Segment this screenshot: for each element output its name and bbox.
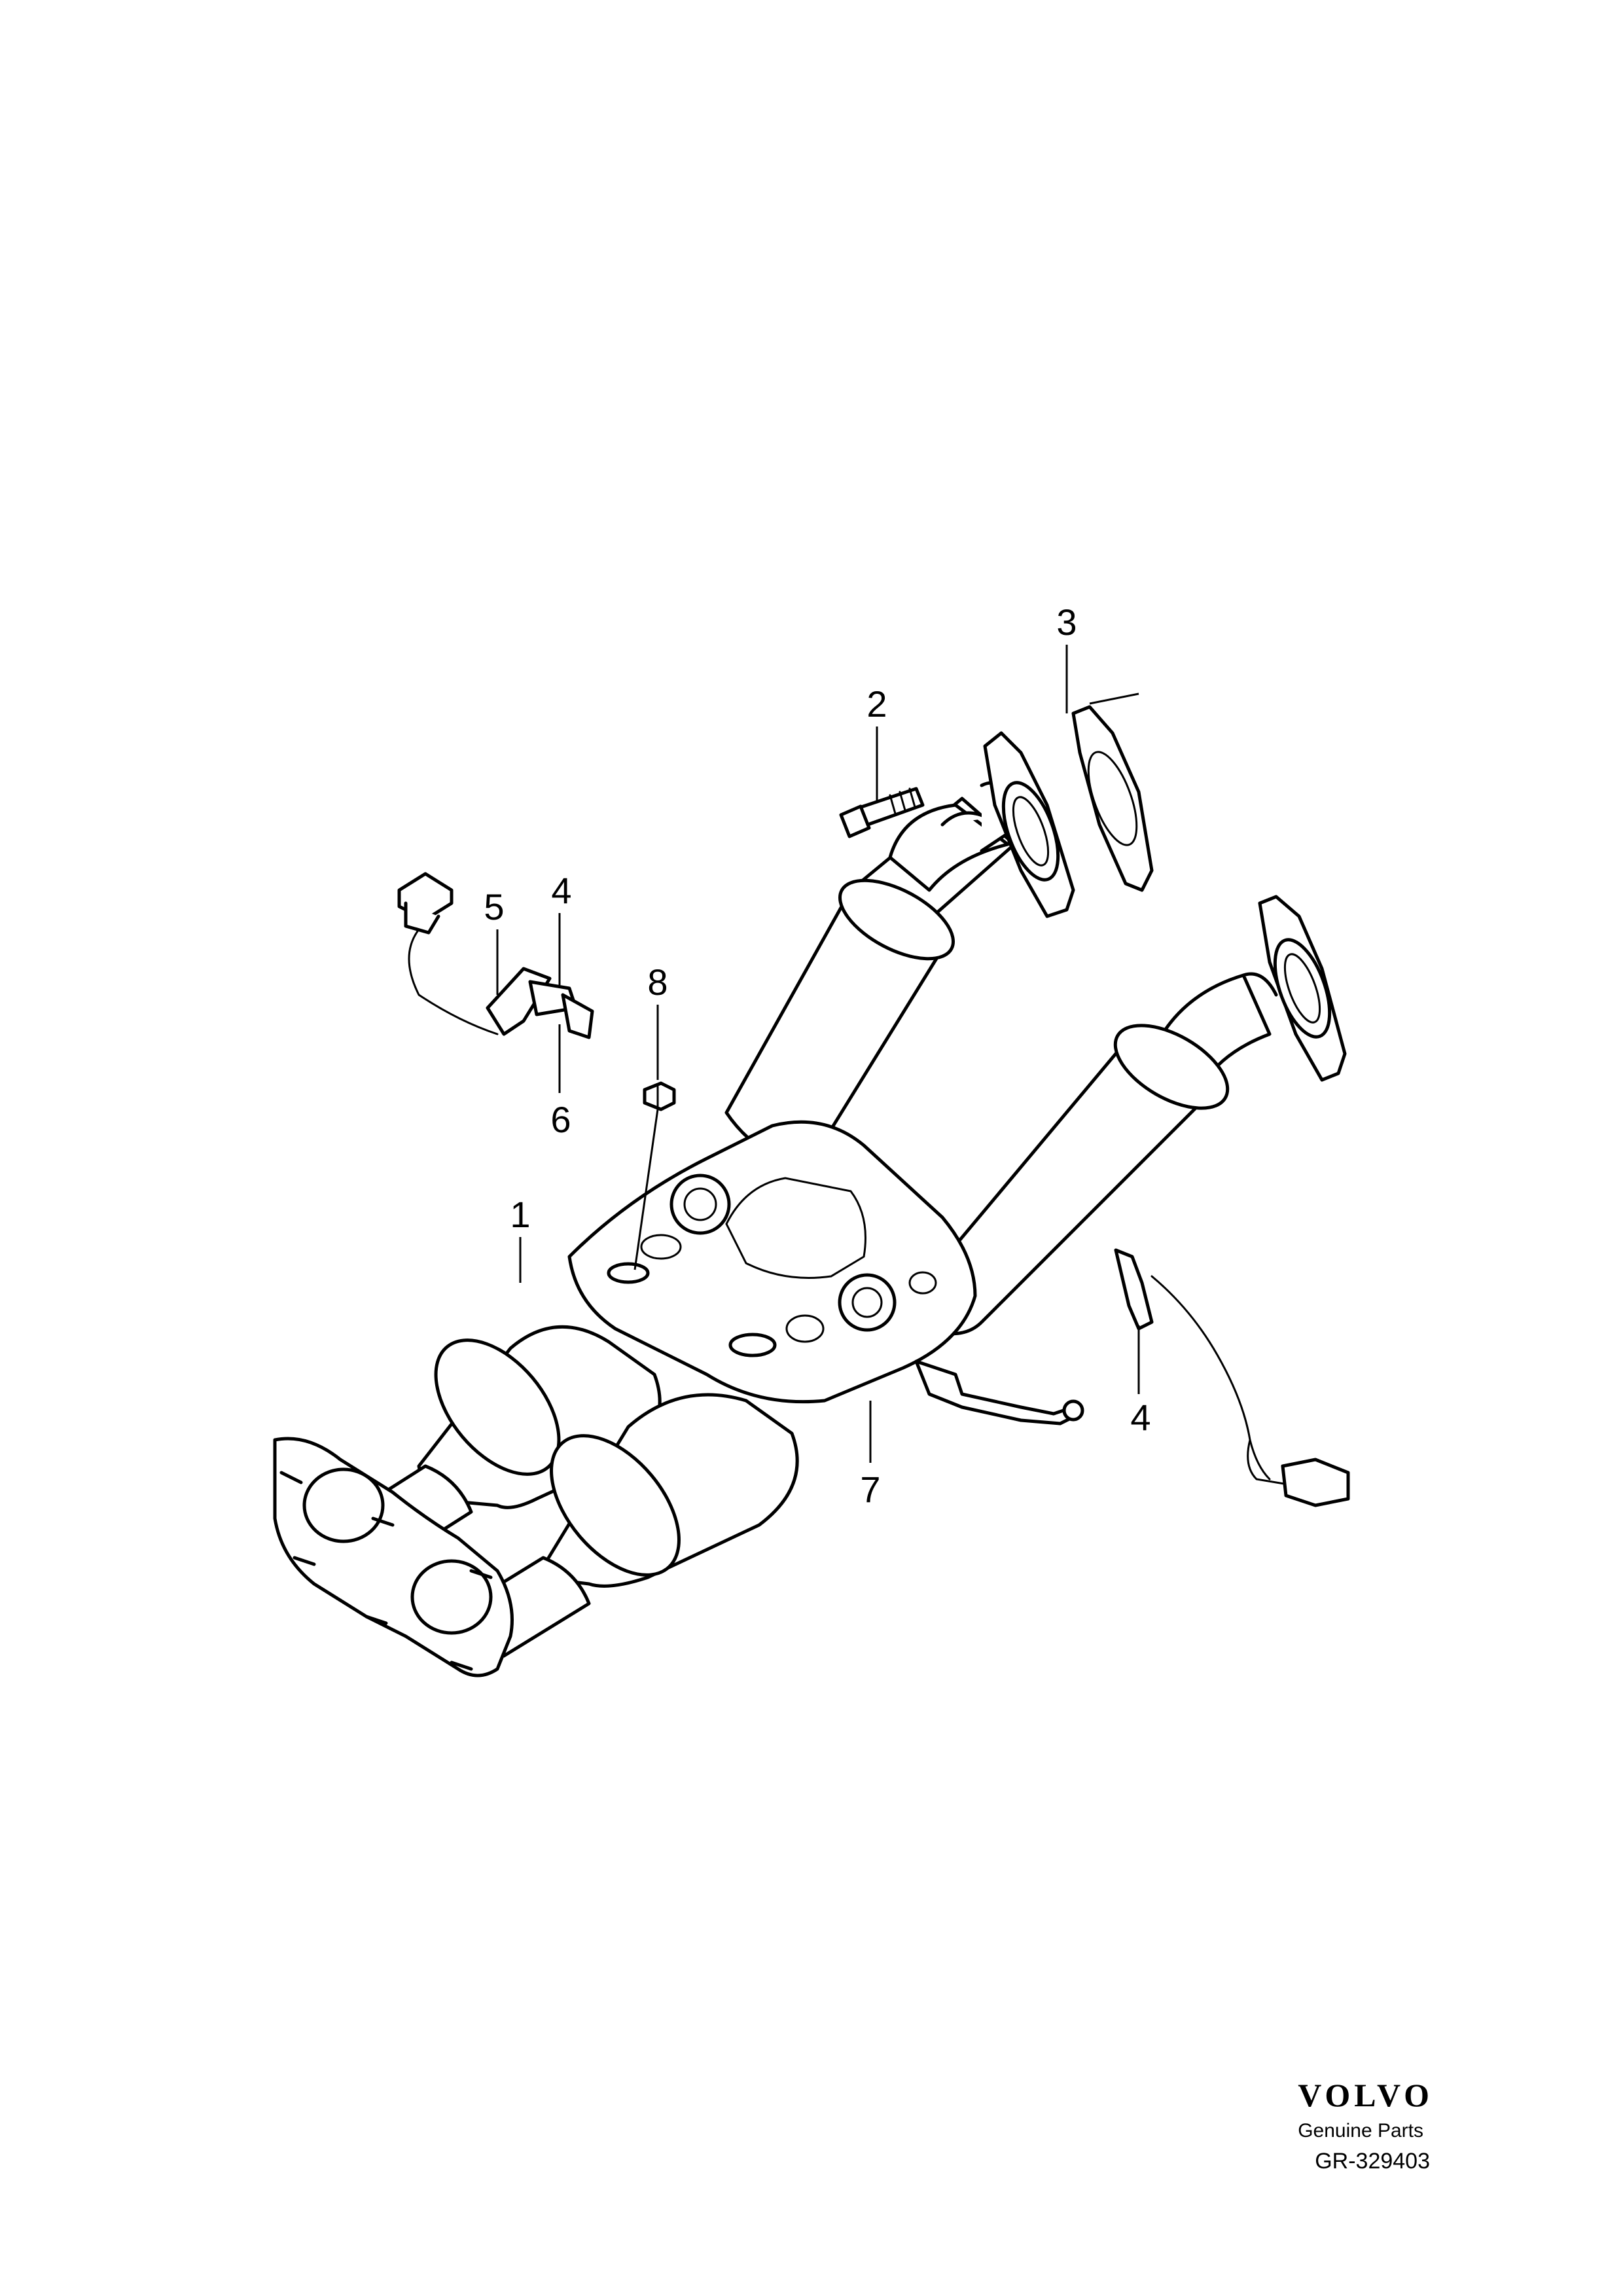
callout-7: 7 xyxy=(860,1469,880,1510)
callout-6: 6 xyxy=(550,1099,571,1140)
bolt xyxy=(839,787,925,838)
reference-code: GR-329403 xyxy=(1315,2149,1430,2174)
heat-shield xyxy=(567,1120,977,1404)
callout-3: 3 xyxy=(1056,601,1077,643)
volvo-logo: VOLVO xyxy=(1298,2077,1433,2113)
front-flange xyxy=(273,1437,514,1677)
gasket xyxy=(1071,705,1154,892)
callout-2: 2 xyxy=(866,683,887,725)
clamp-bracket xyxy=(914,1359,1084,1426)
screw xyxy=(643,1081,676,1111)
rear-flange-lower xyxy=(1258,895,1347,1082)
oxygen-sensor-lower xyxy=(1114,1248,1350,1507)
rear-flange-upper xyxy=(983,731,1075,918)
muffler-upper xyxy=(724,878,955,1174)
callout-8: 8 xyxy=(647,961,668,1003)
callout-5: 5 xyxy=(484,886,504,927)
callout-1: 1 xyxy=(510,1194,530,1235)
catalytic-converter-lower xyxy=(456,1393,799,1658)
callout-4-lower: 4 xyxy=(1130,1397,1150,1438)
genuine-parts-label: Genuine Parts xyxy=(1298,2120,1423,2142)
callout-4-upper: 4 xyxy=(551,870,571,911)
leader-lines xyxy=(496,645,1140,1463)
oxygen-sensor-upper xyxy=(397,872,594,1039)
